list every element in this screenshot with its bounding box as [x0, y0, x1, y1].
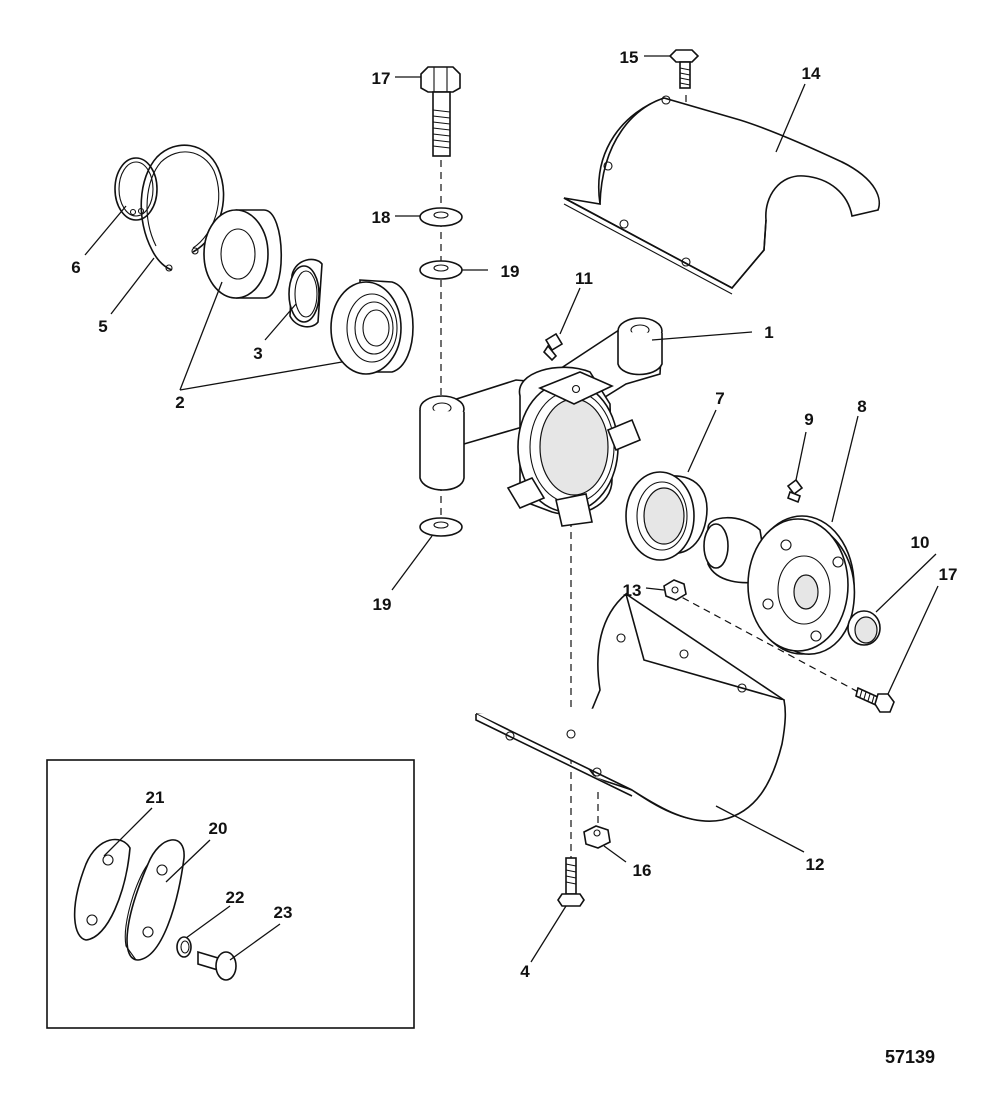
callout-12: 12 — [806, 855, 825, 874]
callout-19-lower: 19 — [373, 595, 392, 614]
callout-19-upper: 19 — [501, 262, 520, 281]
cap-10 — [847, 610, 881, 646]
grease-fitting-11 — [542, 332, 564, 362]
callout-7: 7 — [715, 389, 724, 408]
leader-lines — [84, 55, 939, 963]
retaining-ring-6 — [114, 157, 158, 221]
callout-15: 15 — [620, 48, 639, 67]
callout-9: 9 — [804, 410, 813, 429]
sleeve-3 — [288, 258, 323, 328]
washer-22 — [176, 936, 192, 958]
seal-2 — [203, 209, 283, 299]
callout-17-top: 17 — [372, 69, 391, 88]
callout-23: 23 — [274, 903, 293, 922]
seal-7 — [625, 471, 708, 561]
callout-17-flange: 17 — [939, 565, 958, 584]
bolt-17-top — [420, 66, 461, 157]
bolt-23 — [197, 950, 237, 981]
bolt-4 — [557, 857, 585, 907]
clamp-12 — [475, 592, 787, 822]
callout-21: 21 — [146, 788, 165, 807]
ball-bearing-2 — [330, 279, 414, 375]
gasket-21 — [73, 838, 131, 941]
callout-16: 16 — [633, 861, 652, 880]
inset-box — [46, 759, 415, 1029]
callout-14: 14 — [802, 64, 821, 83]
callout-labels: 1 2 3 4 5 6 7 8 9 10 11 12 13 14 15 16 1… — [71, 48, 957, 1067]
washer-19-upper — [419, 260, 463, 280]
callout-13: 13 — [623, 581, 642, 600]
screw-15 — [668, 49, 700, 89]
plate-20 — [124, 839, 185, 961]
callout-20: 20 — [209, 819, 228, 838]
callout-3: 3 — [253, 344, 262, 363]
bolt-17-flange — [855, 686, 895, 713]
callout-10: 10 — [911, 533, 930, 552]
washer-18 — [419, 207, 463, 227]
washer-19-lower — [419, 517, 463, 537]
callout-4: 4 — [520, 962, 530, 981]
figure-number: 57139 — [885, 1047, 935, 1067]
flange-hub-8 — [703, 515, 856, 655]
callout-8: 8 — [857, 397, 866, 416]
callout-5: 5 — [98, 317, 107, 336]
nut-13 — [663, 579, 687, 601]
nut-16 — [583, 825, 611, 849]
bracket-1 — [419, 317, 663, 527]
grease-fitting-9 — [786, 478, 804, 504]
callout-11: 11 — [575, 269, 593, 288]
retaining-ring-5 — [140, 144, 225, 272]
callout-22: 22 — [226, 888, 245, 907]
callout-1: 1 — [764, 323, 773, 342]
callout-2: 2 — [175, 393, 184, 412]
callout-18: 18 — [372, 208, 391, 227]
callout-6: 6 — [71, 258, 80, 277]
clamp-14 — [563, 95, 881, 295]
